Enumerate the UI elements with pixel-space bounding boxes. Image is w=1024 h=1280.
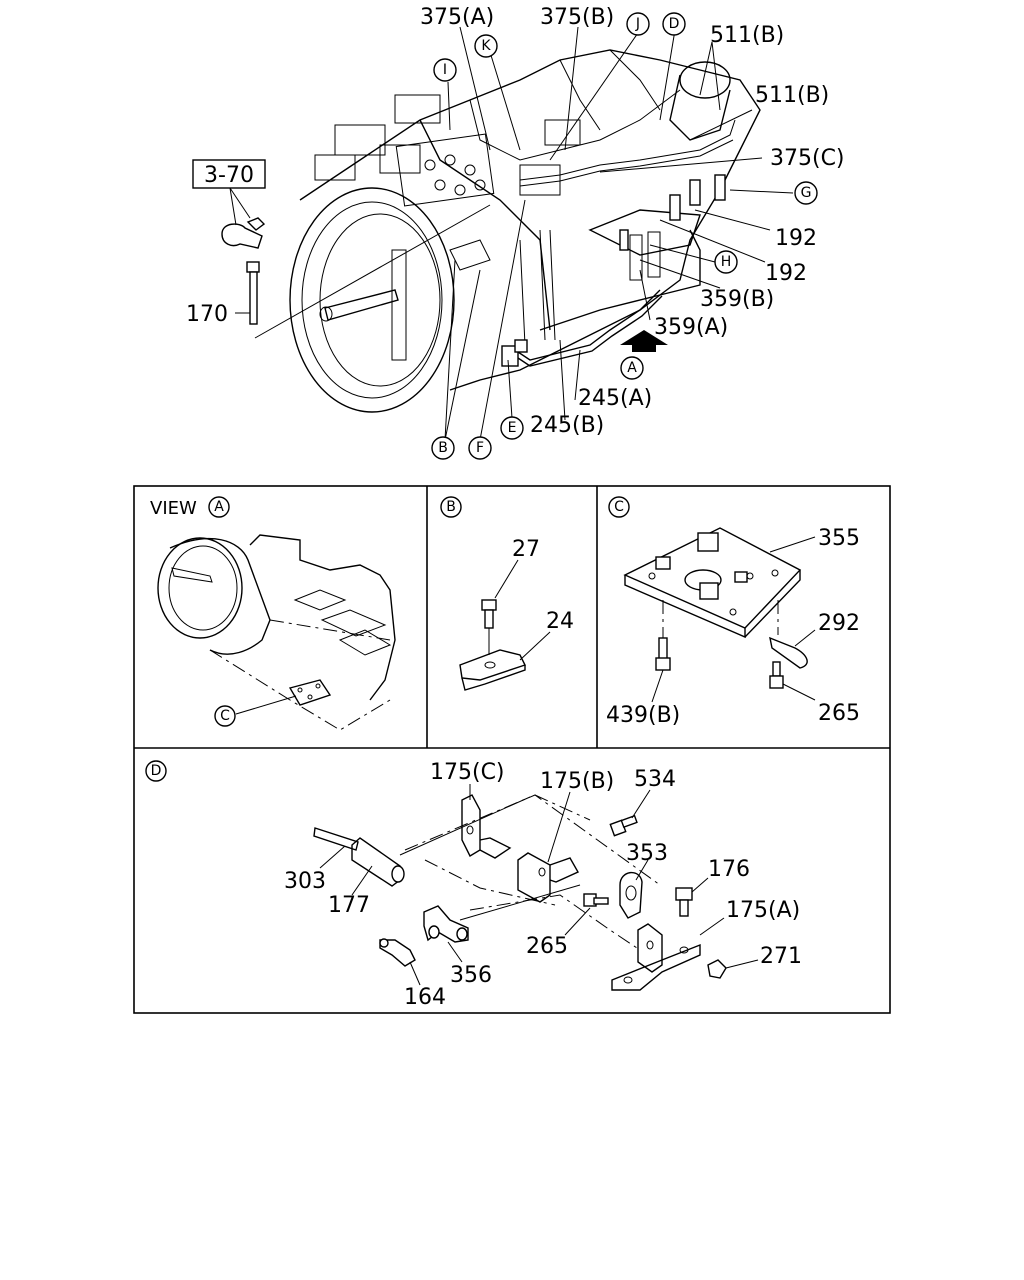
svg-text:K: K [481,38,491,54]
main-leader-lines [229,26,794,441]
main-labels: 375(A) 375(B) 511(B) 511(B) 375(C) 192 1… [186,5,845,438]
svg-text:D: D [669,16,680,32]
label-375a: 375(A) [420,5,494,30]
label-534: 534 [634,767,676,792]
svg-text:I: I [443,62,447,78]
label-192-b: 192 [765,261,807,286]
label-355: 355 [818,526,860,551]
panel-c-circle: C [608,496,630,518]
panel-view-a: VIEW A C [150,496,396,731]
label-511b-top: 511(B) [710,23,784,48]
svg-text:C: C [220,708,230,724]
callout-I: I [433,58,457,82]
label-27: 27 [512,537,540,562]
callout-H: H [714,250,738,274]
callout-J: J [626,12,650,36]
callout-G: G [794,181,818,205]
svg-text:E: E [508,420,517,436]
panel-b: B 27 24 [440,496,574,691]
svg-text:G: G [801,185,812,201]
label-292: 292 [818,611,860,636]
ref-box-label: 3-70 [204,163,254,188]
label-265-c: 265 [818,701,860,726]
label-375c: 375(C) [770,146,845,171]
callout-K: K [474,34,498,58]
view-a-title: VIEW [150,498,197,519]
view-a-circle: A [208,496,230,518]
detail-panels-frame [133,485,891,1014]
callout-A: A [620,356,644,380]
label-359a: 359(A) [654,315,728,340]
svg-text:C: C [614,499,624,515]
svg-text:A: A [214,499,224,515]
view-arrow-icon [620,330,668,352]
svg-text:B: B [438,440,448,456]
label-439b: 439(B) [606,703,680,728]
label-356: 356 [450,963,492,988]
callout-D: D [662,12,686,36]
label-175c: 175(C) [430,760,505,785]
svg-text:D: D [151,763,162,779]
panel-c: C 355 439(B) 292 265 [606,496,860,728]
label-164: 164 [404,985,446,1010]
label-175b: 175(B) [540,769,614,794]
label-271: 271 [760,944,802,969]
panel-b-circle: B [440,496,462,518]
label-353: 353 [626,841,668,866]
label-176: 176 [708,857,750,882]
ref-box-3-70 [192,159,266,189]
callout-B: B [431,436,455,460]
svg-text:F: F [476,440,484,456]
callout-F: F [468,436,492,460]
part-170-group: 3-70 [192,159,266,325]
transmission-assembly [289,49,761,413]
svg-text:H: H [721,254,732,270]
panel-d-circle: D [145,760,167,782]
label-303: 303 [284,869,326,894]
label-511b-lower: 511(B) [755,83,829,108]
callout-E: E [500,416,524,440]
main-circle-callouts: I K J D G H A E B F [431,12,818,460]
panel-d: D 175(C) 175(B) 534 353 176 [145,760,802,1010]
label-24: 24 [546,609,574,634]
svg-text:J: J [635,16,640,32]
label-375b: 375(B) [540,5,614,30]
svg-text:B: B [446,499,456,515]
label-245b: 245(B) [530,413,604,438]
label-359b: 359(B) [700,287,774,312]
label-170: 170 [186,302,228,327]
svg-text:A: A [627,360,637,376]
label-175a: 175(A) [726,898,800,923]
view-a-callout-c: C [214,705,236,727]
label-177: 177 [328,893,370,918]
label-265-d: 265 [526,934,568,959]
label-245a: 245(A) [578,386,652,411]
label-192-a: 192 [775,226,817,251]
